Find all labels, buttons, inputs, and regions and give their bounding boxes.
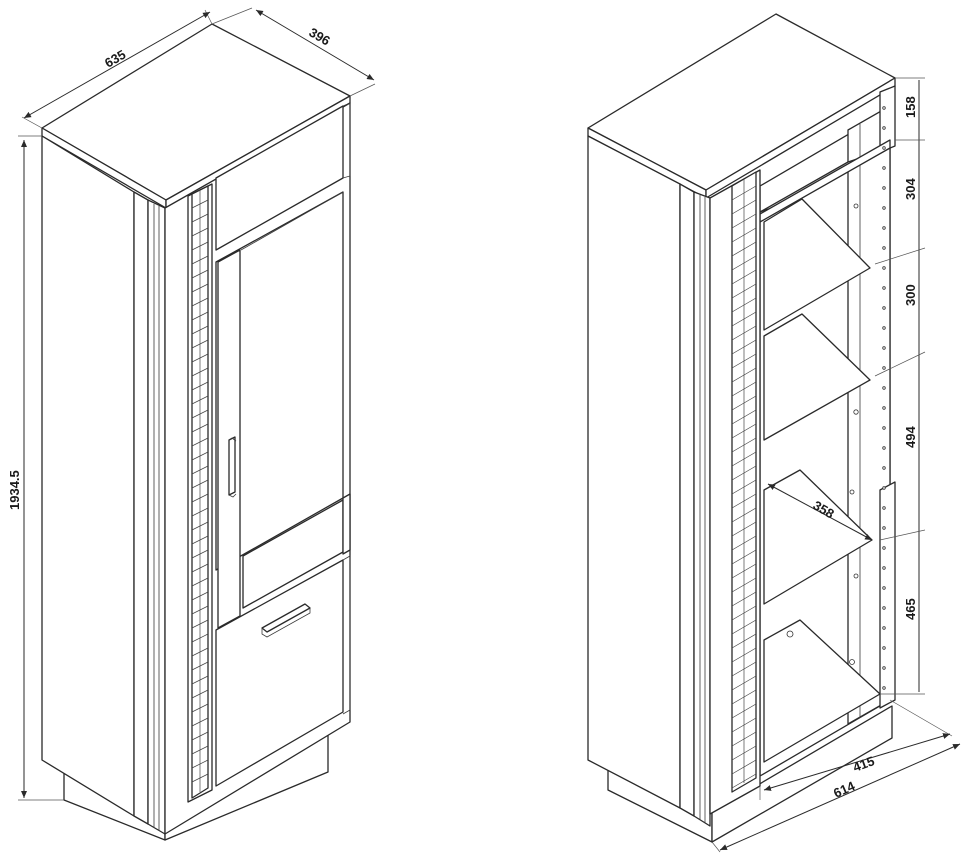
shelf-hole xyxy=(882,346,886,350)
stile-1 xyxy=(133,191,149,825)
shelf-hole xyxy=(882,486,886,490)
shelf-hole xyxy=(882,526,886,530)
shelf-hole xyxy=(882,426,886,430)
closed-cabinet-view: 635 396 1934.5 xyxy=(7,7,376,841)
shelf-hole xyxy=(882,266,886,270)
dim-304-label: 304 xyxy=(903,178,918,200)
shelf-hole xyxy=(882,386,886,390)
dim-depth-label: 396 xyxy=(307,25,333,49)
dim-614-label: 614 xyxy=(831,778,858,801)
shelf-hole xyxy=(882,506,886,510)
shelf-holes xyxy=(882,106,886,690)
dim-494-label: 494 xyxy=(903,426,918,448)
shelf-hole xyxy=(882,546,886,550)
decor-grid-open xyxy=(731,179,757,789)
shelf-hole xyxy=(882,466,886,470)
stile-2 xyxy=(147,199,166,835)
shelf-hole xyxy=(882,586,886,590)
dim-width-label: 635 xyxy=(102,47,128,71)
shelf-1 xyxy=(763,198,871,331)
dim-465-label: 465 xyxy=(903,598,918,620)
shelf-hole xyxy=(882,206,886,210)
shelf-hole xyxy=(882,406,886,410)
shelf-hole xyxy=(882,146,886,150)
shelf-hole xyxy=(882,666,886,670)
shelf-hole xyxy=(882,446,886,450)
shelf-hole xyxy=(882,306,886,310)
dim-415-label: 415 xyxy=(851,753,877,775)
shelf-hole xyxy=(882,646,886,650)
shelf-hole xyxy=(882,686,886,690)
side-panel-open xyxy=(587,135,681,809)
shelf-hole xyxy=(882,106,886,110)
upper-handle xyxy=(228,436,236,496)
shelf-hole xyxy=(882,186,886,190)
dim-height-label: 1934.5 xyxy=(7,470,22,510)
shelf-hole xyxy=(882,606,886,610)
decor-grid xyxy=(191,190,209,792)
dim-300-label: 300 xyxy=(903,284,918,306)
shelf-2 xyxy=(763,313,871,441)
shelf-hole xyxy=(882,286,886,290)
dim-158-label: 158 xyxy=(903,96,918,118)
shelf-hole xyxy=(882,226,886,230)
shelf-hole xyxy=(882,566,886,570)
shelf-hole xyxy=(882,166,886,170)
open-cabinet-view: 158 304 300 494 465 358 415 614 xyxy=(587,13,961,853)
upper-door-stile xyxy=(217,249,241,629)
lower-door xyxy=(215,559,344,787)
shelf-hole xyxy=(882,126,886,130)
shelf-hole xyxy=(882,626,886,630)
shelf-hole xyxy=(882,326,886,330)
shelf-hole xyxy=(882,366,886,370)
side-panel xyxy=(41,135,135,817)
shelf-hole xyxy=(882,246,886,250)
